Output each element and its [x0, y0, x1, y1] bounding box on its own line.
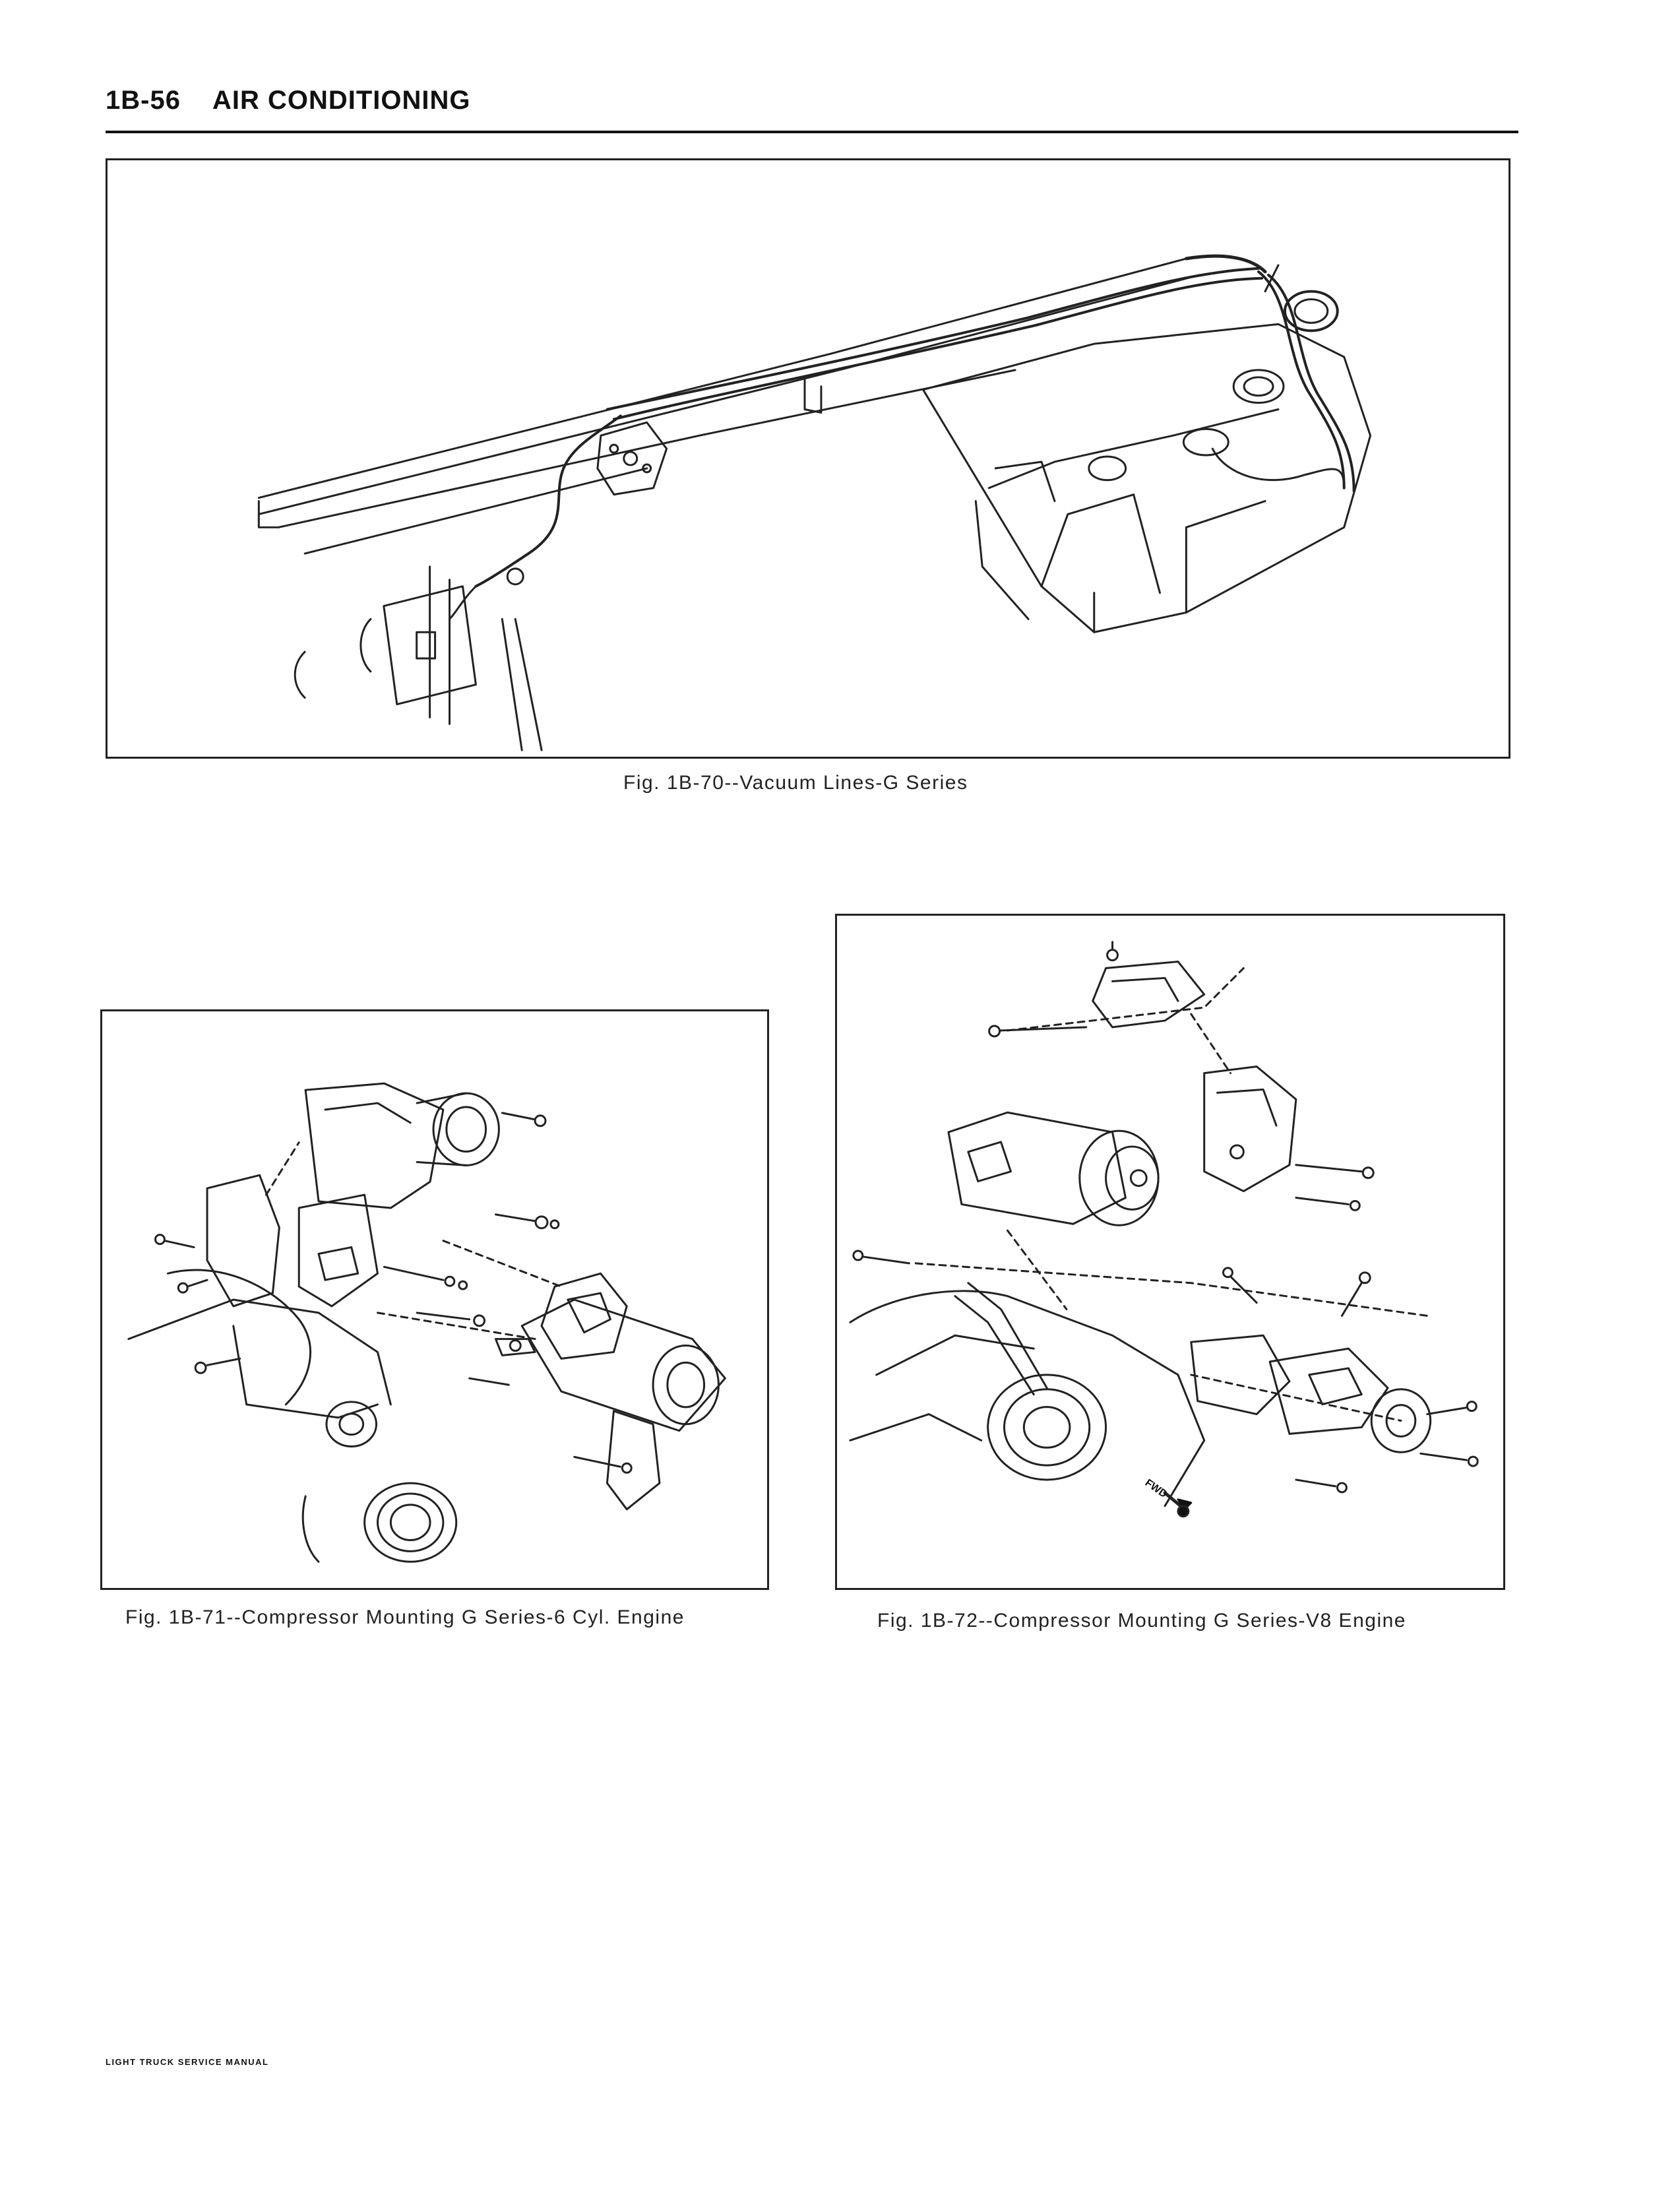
compressor-mounting-6cyl-illustration: [127, 1082, 726, 1563]
figure-caption-1b-70: Fig. 1B-70--Vacuum Lines-G Series: [623, 772, 968, 794]
header-rule: [106, 131, 1518, 133]
footer-manual-title: LIGHT TRUCK SERVICE MANUAL: [106, 2057, 269, 2067]
figure-compressor-6cyl: [100, 1009, 769, 1590]
compressor-mounting-v8-illustration: [849, 941, 1479, 1518]
figure-caption-1b-71: Fig. 1B-71--Compressor Mounting G Series…: [125, 1606, 685, 1628]
figure-vacuum-lines: [106, 158, 1510, 759]
section-title: AIR CONDITIONING: [212, 86, 471, 115]
page-header: 1B-56 AIR CONDITIONING: [106, 86, 471, 125]
figure-caption-1b-72: Fig. 1B-72--Compressor Mounting G Series…: [877, 1610, 1406, 1632]
vacuum-lines-illustration: [257, 254, 1372, 751]
figure-compressor-v8: FWD: [835, 914, 1505, 1590]
page-number: 1B-56: [106, 86, 181, 115]
